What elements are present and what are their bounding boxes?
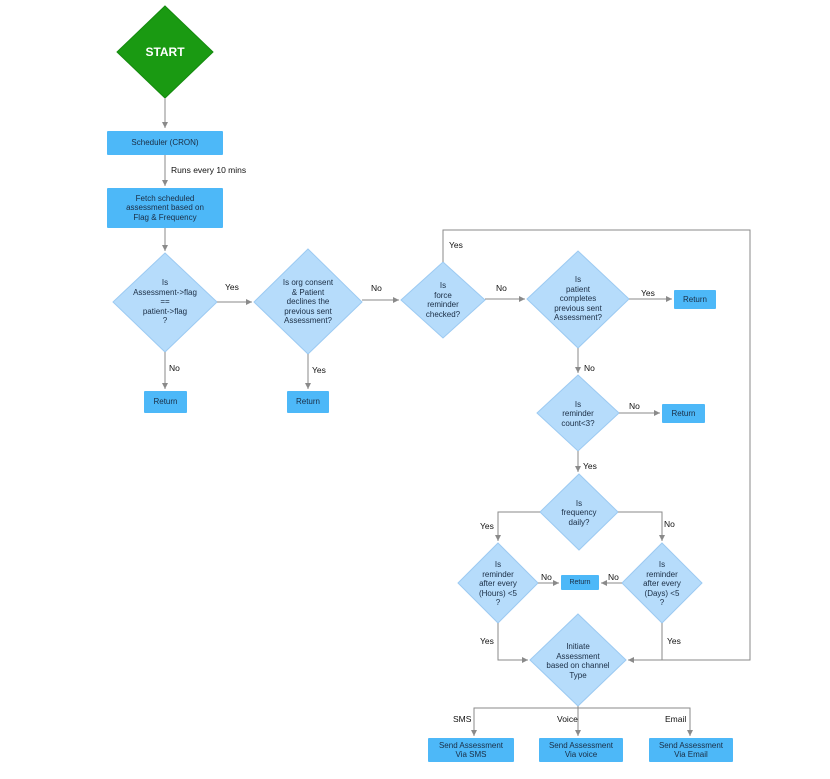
decision-hours-text: Is reminder after every (Hours) <5 ? xyxy=(478,560,517,608)
connector-frequency-hours xyxy=(495,511,540,541)
label-completes-no: No xyxy=(584,363,595,373)
label-flag-no: No xyxy=(169,363,180,373)
label-completes-yes: Yes xyxy=(641,288,655,298)
send-email-box: Send Assessment Via Email xyxy=(649,738,733,762)
label-email: Email xyxy=(665,714,687,724)
label-hours-yes: Yes xyxy=(480,636,494,646)
label-sms: SMS xyxy=(453,714,472,724)
decision-frequency-text: Is frequency daily? xyxy=(561,498,597,527)
decision-consent-text: Is org consent & Patient declines the pr… xyxy=(282,278,334,326)
fetch-box: Fetch scheduled assessment based on Flag… xyxy=(107,188,223,228)
return-box-consent: Return xyxy=(287,391,329,413)
decision-frequency-diamond xyxy=(539,473,619,551)
label-count-no: No xyxy=(629,401,640,411)
decision-force-text: Is force reminder checked? xyxy=(425,281,461,319)
decision-force-diamond xyxy=(400,261,486,339)
label-frequency-yes: Yes xyxy=(480,521,494,531)
label-consent-yes: Yes xyxy=(312,365,326,375)
label-days-yes: Yes xyxy=(667,636,681,646)
return-box-completes: Return xyxy=(674,290,716,309)
label-count-yes: Yes xyxy=(583,461,597,471)
connector-hours-initiate xyxy=(497,623,528,663)
label-consent-no: No xyxy=(371,283,382,293)
scheduler-box: Scheduler (CRON) xyxy=(107,131,223,155)
connector-force-yes-loop xyxy=(442,229,751,663)
decision-flag-text: Is Assessment->flag == patient->flag ? xyxy=(133,278,197,326)
connector-initiate-email xyxy=(578,707,693,736)
label-force-no: No xyxy=(496,283,507,293)
connector-frequency-days xyxy=(618,511,665,541)
label-voice: Voice xyxy=(557,714,578,724)
label-flag-yes: Yes xyxy=(225,282,239,292)
send-voice-box: Send Assessment Via voice xyxy=(539,738,623,762)
label-frequency-no: No xyxy=(664,519,675,529)
decision-count-text: Is reminder count<3? xyxy=(561,399,595,428)
decision-initiate-text: Initiate Assessment based on channel Typ… xyxy=(546,642,610,680)
return-box-reminder: Return xyxy=(561,575,599,590)
return-box-flag: Return xyxy=(144,391,187,413)
label-days-no: No xyxy=(608,572,619,582)
decision-completes-text: Is patient completes previous sent Asses… xyxy=(553,275,603,323)
decision-days-text: Is reminder after every (Days) <5 ? xyxy=(643,560,681,608)
start-label: START xyxy=(145,45,185,59)
label-hours-no: No xyxy=(541,572,552,582)
return-box-count: Return xyxy=(662,404,705,423)
send-sms-box: Send Assessment Via SMS xyxy=(428,738,514,762)
label-runs-every: Runs every 10 mins xyxy=(171,165,247,175)
label-force-yes: Yes xyxy=(449,240,463,250)
